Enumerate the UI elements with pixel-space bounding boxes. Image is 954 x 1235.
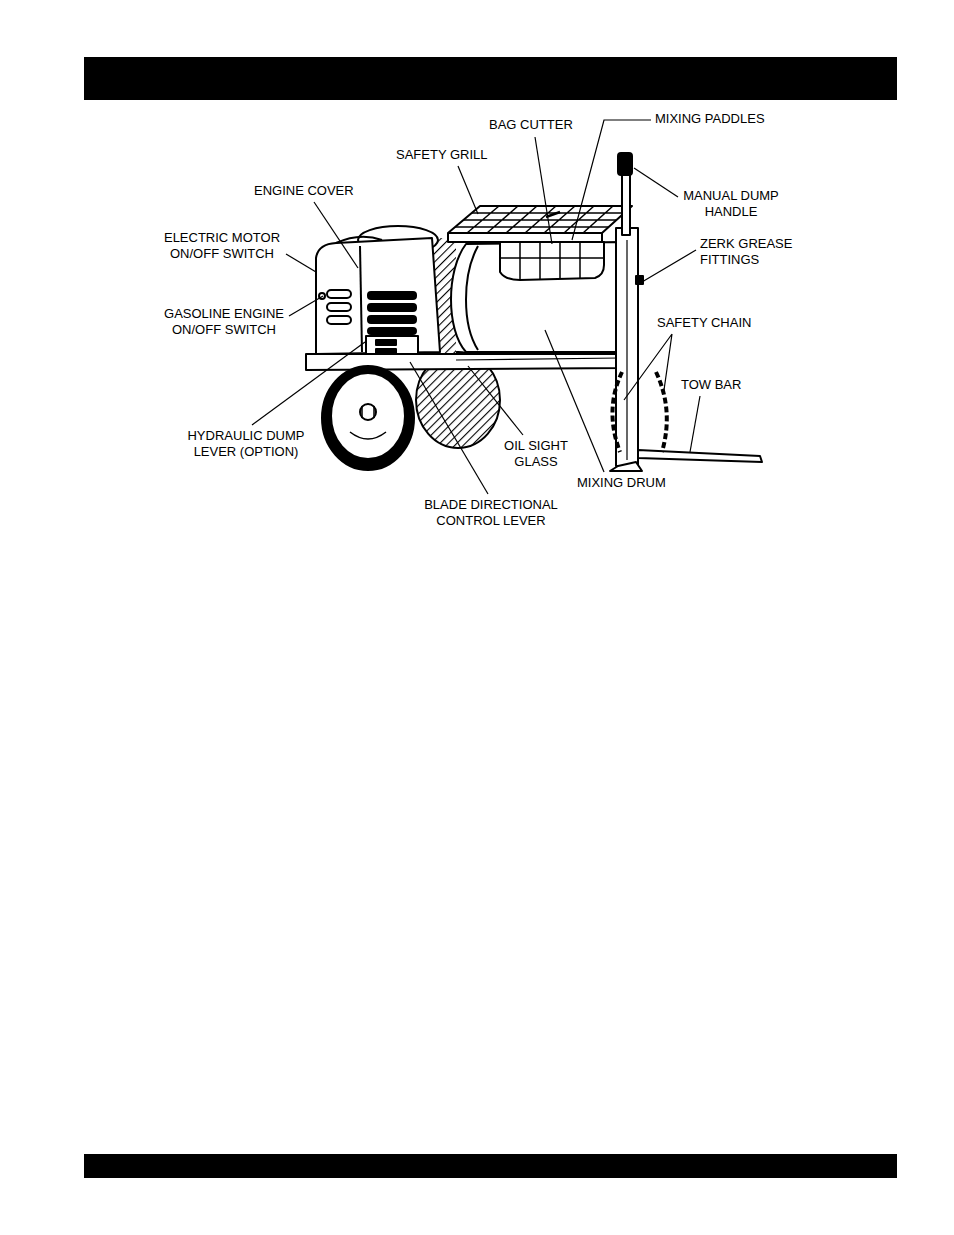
leader-line [634, 168, 678, 197]
leader-line [468, 366, 523, 435]
front-vent [368, 292, 416, 299]
leader-line [572, 120, 651, 240]
drum-lip [466, 246, 478, 350]
side-vent [327, 303, 351, 311]
footer-bar [84, 1154, 897, 1178]
wheel-rim [331, 373, 405, 459]
leader-line [690, 396, 700, 452]
leader-line [458, 166, 478, 214]
side-vent [327, 290, 351, 298]
grill-grid [455, 206, 624, 233]
leader-line [410, 362, 488, 494]
leader-line [289, 296, 323, 316]
hopper-grid [500, 242, 604, 280]
part-label: GASOLINE ENGINE ON/OFF SWITCH [161, 306, 287, 338]
tow-bar [638, 450, 762, 462]
dump-lever [376, 340, 396, 345]
hub-detail [350, 406, 386, 439]
side-vent [327, 316, 351, 324]
leader-line [314, 202, 358, 268]
part-label: MIXING PADDLES [655, 111, 765, 127]
part-label: TOW BAR [681, 377, 741, 393]
part-label: HYDRAULIC DUMP LEVER (OPTION) [185, 428, 307, 460]
rail-line [456, 358, 620, 360]
leader-line [642, 250, 696, 282]
leader-line [535, 137, 552, 244]
part-label: SAFETY CHAIN [657, 315, 751, 331]
part-label: BLADE DIRECTIONAL CONTROL LEVER [420, 497, 562, 529]
handle-grip [618, 153, 632, 175]
stand-foot [610, 462, 642, 471]
post-line [626, 240, 627, 460]
front-vent [368, 316, 416, 323]
safety-chain [612, 372, 622, 452]
housing-edge [360, 246, 362, 352]
part-label: ZERK GREASE FITTINGS [700, 236, 796, 268]
leader-line [624, 334, 672, 400]
part-label: SAFETY GRILL [396, 147, 488, 163]
part-label: BAG CUTTER [489, 117, 573, 133]
front-vent [368, 328, 416, 334]
safety-grill [448, 206, 632, 242]
front-wheel [322, 366, 414, 470]
front-vent [368, 304, 416, 311]
part-label: MIXING DRUM [577, 475, 666, 491]
grease-fitting [636, 276, 643, 284]
dump-post [616, 228, 638, 466]
hopper [500, 242, 604, 280]
cover-curve [336, 237, 382, 243]
part-label: OIL SIGHT GLASS [500, 438, 572, 470]
part-label: ENGINE COVER [254, 183, 354, 199]
mixing-drum [451, 242, 622, 352]
header-bar [84, 57, 897, 100]
part-label: ELECTRIC MOTOR ON/OFF SWITCH [161, 230, 283, 262]
leader-line [286, 254, 316, 272]
leader-line [252, 342, 365, 425]
part-label: MANUAL DUMP HANDLE [681, 188, 781, 220]
